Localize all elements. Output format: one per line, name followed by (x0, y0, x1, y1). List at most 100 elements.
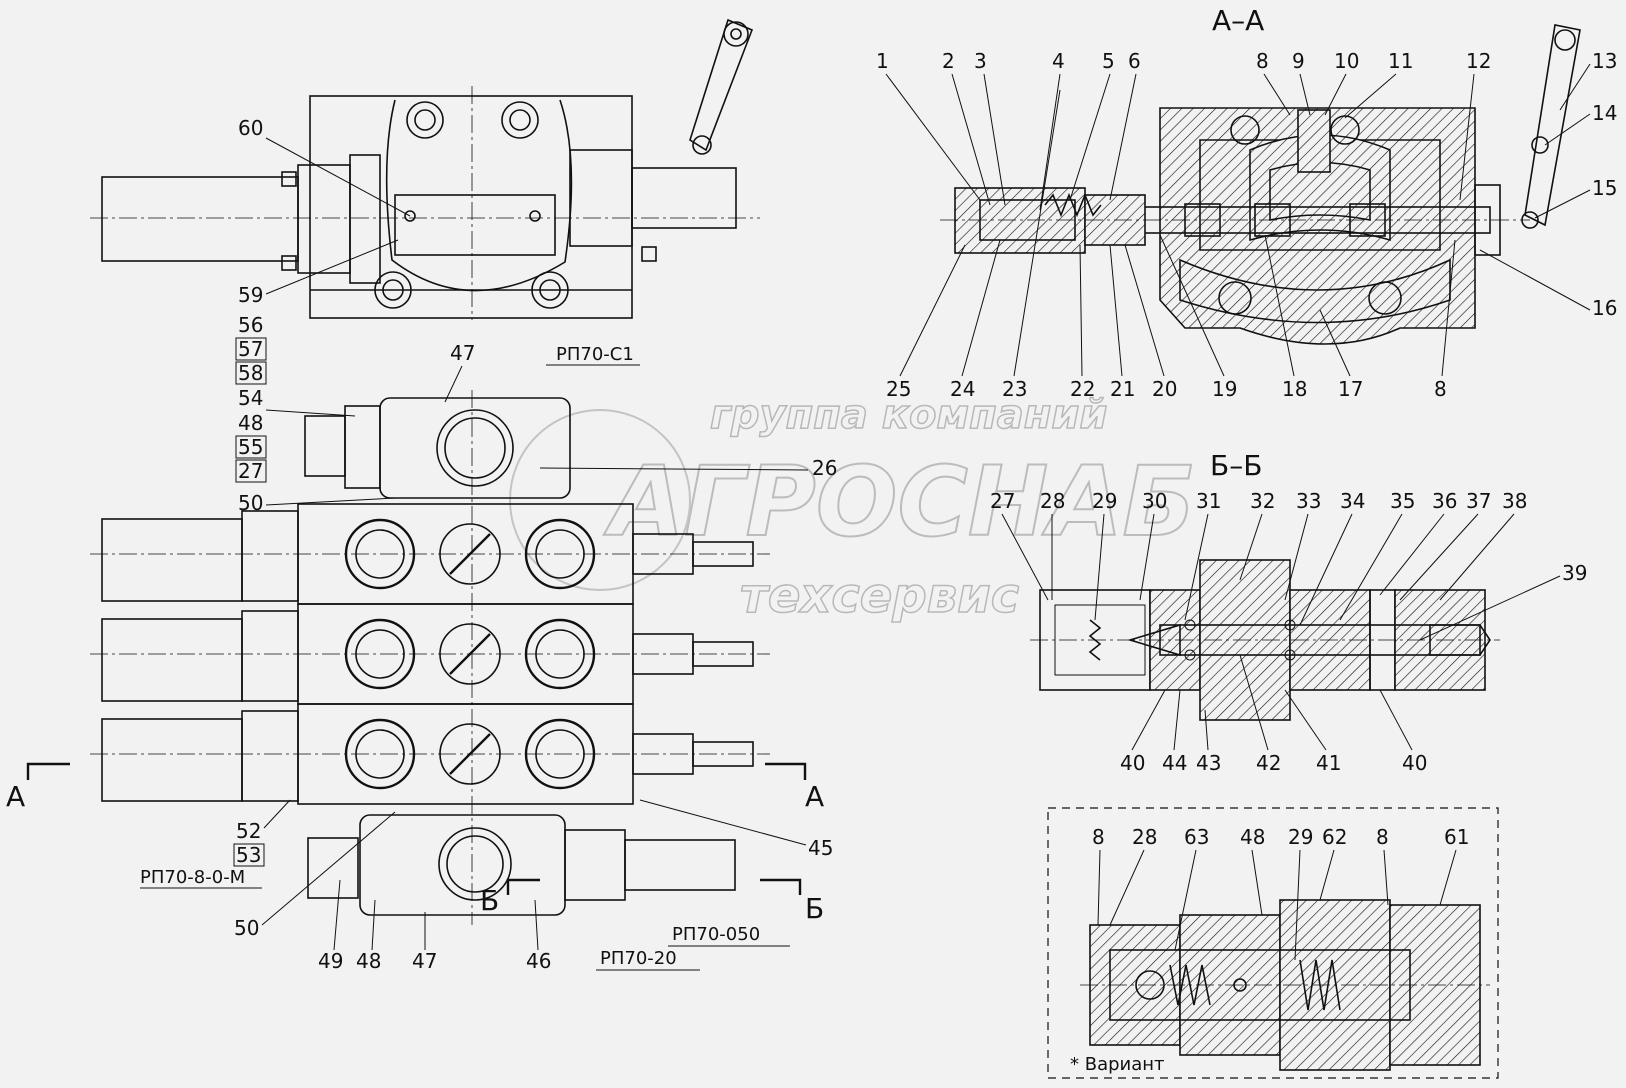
callout-aa-1: 1 (876, 49, 889, 73)
callout-var-63: 63 (1184, 825, 1209, 849)
callout-bb-30: 30 (1142, 489, 1167, 513)
callout-48b: 48 (356, 949, 381, 973)
callout-58: 58 (238, 361, 263, 385)
label-rp70-20: РП70-20 (600, 948, 677, 969)
callout-bb-32: 32 (1250, 489, 1275, 513)
callout-46: 46 (526, 949, 551, 973)
cut-mark-a-right: А (805, 780, 824, 813)
watermark-line3: техсервис (740, 568, 1019, 624)
callout-aa-16: 16 (1592, 296, 1617, 320)
callout-aa-17: 17 (1338, 377, 1363, 401)
callout-45: 45 (808, 836, 833, 860)
callout-bb-43: 43 (1196, 751, 1221, 775)
label-rp70-c1: РП70-С1 (556, 344, 634, 365)
callout-bb-34: 34 (1340, 489, 1365, 513)
callout-aa-14: 14 (1592, 101, 1617, 125)
callout-var-8b: 8 (1376, 825, 1389, 849)
callout-bb-42: 42 (1256, 751, 1281, 775)
callout-aa-21: 21 (1110, 377, 1135, 401)
watermark: группа компаний АГРОСНАБ техсервис (509, 391, 1197, 625)
callouts-aa-bottom: 25 24 23 22 21 20 19 18 17 8 (886, 89, 1456, 401)
front-view (26, 390, 807, 925)
callout-aa-22: 22 (1070, 377, 1095, 401)
callout-bb-31: 31 (1196, 489, 1221, 513)
top-view (90, 18, 760, 320)
callout-aa-5: 5 (1102, 49, 1115, 73)
callout-50b: 50 (234, 916, 259, 940)
callout-54: 54 (238, 386, 263, 410)
callout-aa-8b: 8 (1434, 377, 1447, 401)
callout-aa-23: 23 (1002, 377, 1027, 401)
callout-26: 26 (812, 456, 837, 480)
callout-aa-12: 12 (1466, 49, 1491, 73)
cut-mark-b-right: Б (805, 892, 824, 925)
section-aa-view (940, 24, 1581, 345)
callout-60: 60 (238, 116, 263, 140)
callout-55: 55 (238, 435, 263, 459)
callout-var-29: 29 (1288, 825, 1313, 849)
callout-49: 49 (318, 949, 343, 973)
section-aa-title: А–А (1212, 4, 1264, 37)
callout-var-61: 61 (1444, 825, 1469, 849)
callouts-aa-top: 1 2 3 4 5 6 8 9 10 11 12 13 14 15 16 (876, 49, 1617, 320)
callout-bb-33: 33 (1296, 489, 1321, 513)
callout-aa-11: 11 (1388, 49, 1413, 73)
callout-aa-8: 8 (1256, 49, 1269, 73)
callout-aa-9: 9 (1292, 49, 1305, 73)
callout-48a: 48 (238, 411, 263, 435)
callout-47a: 47 (450, 341, 475, 365)
section-bb-view (1030, 559, 1500, 721)
callout-bb-35: 35 (1390, 489, 1415, 513)
callout-aa-20: 20 (1152, 377, 1177, 401)
callout-57: 57 (238, 337, 263, 361)
callout-bb-27: 27 (990, 489, 1015, 513)
callout-bb-44: 44 (1162, 751, 1187, 775)
callout-bb-40a: 40 (1120, 751, 1145, 775)
callout-bb-40b: 40 (1402, 751, 1427, 775)
callout-aa-10: 10 (1334, 49, 1359, 73)
callout-aa-6: 6 (1128, 49, 1141, 73)
watermark-line2: АГРОСНАБ (603, 446, 1196, 558)
callout-27: 27 (238, 459, 263, 483)
callout-56: 56 (238, 313, 263, 337)
callout-59: 59 (238, 283, 263, 307)
callout-aa-3: 3 (974, 49, 987, 73)
callout-bb-37: 37 (1466, 489, 1491, 513)
callout-52: 52 (236, 819, 261, 843)
callout-aa-25: 25 (886, 377, 911, 401)
label-rp70-050: РП70-050 (672, 924, 760, 945)
label-rp70-8-0-m: РП70-8-0-М (140, 867, 245, 888)
callouts-bb-bottom: 40 44 43 42 41 40 (1120, 654, 1427, 775)
label-variant: * Вариант (1070, 1054, 1165, 1075)
callouts-front: 60 59 56 57 58 54 48 55 27 47 26 50 52 5… (233, 116, 837, 973)
callout-bb-36: 36 (1432, 489, 1457, 513)
watermark-line1: группа компаний (710, 392, 1107, 438)
callouts-variant: 8 28 63 48 29 62 8 61 (1092, 825, 1469, 961)
variant-view (1047, 807, 1499, 1079)
cut-mark-b-left: Б (480, 884, 499, 917)
callout-aa-24: 24 (950, 377, 975, 401)
callout-aa-15: 15 (1592, 176, 1617, 200)
callout-47b: 47 (412, 949, 437, 973)
callout-aa-2: 2 (942, 49, 955, 73)
callout-var-28: 28 (1132, 825, 1157, 849)
callout-bb-39: 39 (1562, 561, 1587, 585)
callout-var-62: 62 (1322, 825, 1347, 849)
callout-bb-41: 41 (1316, 751, 1341, 775)
callout-aa-18: 18 (1282, 377, 1307, 401)
callout-53: 53 (236, 843, 261, 867)
callout-bb-38: 38 (1502, 489, 1527, 513)
callout-var-8a: 8 (1092, 825, 1105, 849)
section-bb-title: Б–Б (1210, 449, 1262, 482)
callout-var-48: 48 (1240, 825, 1265, 849)
cut-mark-a-left: А (6, 780, 25, 813)
callouts-bb-top: 27 28 29 30 31 32 33 34 35 36 37 38 39 (990, 489, 1587, 641)
callout-50a: 50 (238, 491, 263, 515)
callout-bb-29: 29 (1092, 489, 1117, 513)
callout-aa-19: 19 (1212, 377, 1237, 401)
callout-bb-28: 28 (1040, 489, 1065, 513)
callout-aa-13: 13 (1592, 49, 1617, 73)
callout-aa-4: 4 (1052, 49, 1065, 73)
